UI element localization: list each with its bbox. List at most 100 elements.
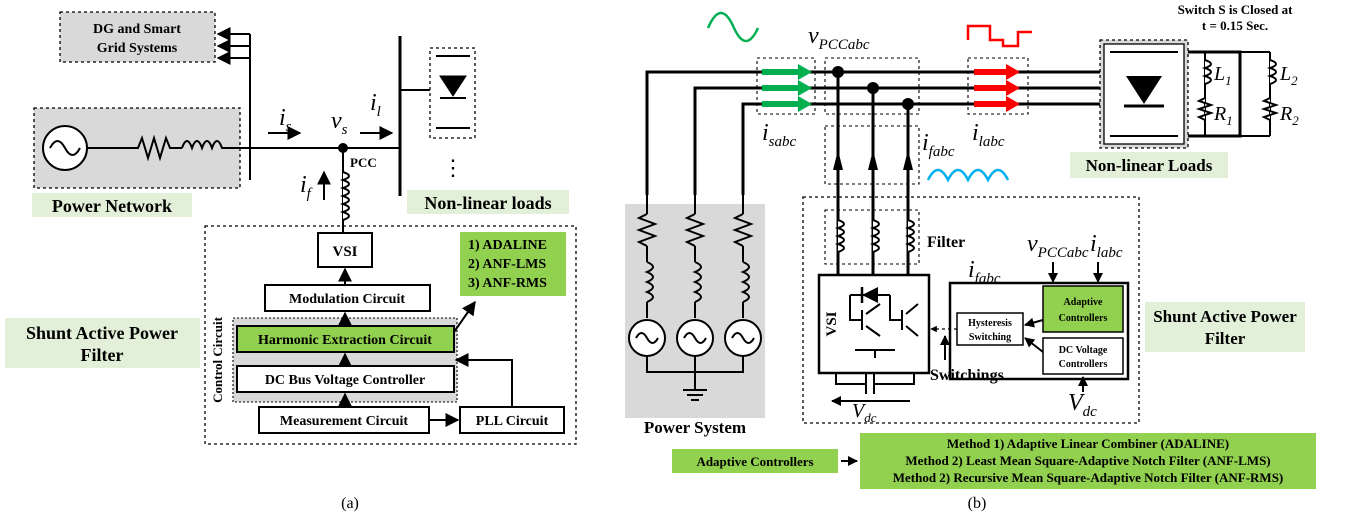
pcc-sensor-box <box>824 57 920 115</box>
sapf-label-bg-b <box>1145 302 1305 352</box>
green-arrowhead-b <box>798 80 812 96</box>
load-ellipsis: ⋮ <box>442 155 464 180</box>
source-inductor-icon <box>692 261 702 303</box>
source-inductor-icon <box>644 261 654 303</box>
vpcc-label: vPCCabc <box>808 23 870 53</box>
power-network-label: Power Network <box>52 196 172 216</box>
source-inductor-icon <box>740 261 750 303</box>
dc-bus-label: DC Bus Voltage Controller <box>265 373 425 388</box>
dc-side-bus <box>1188 50 1242 138</box>
panel-a: DG and Smart Grid Systems is vs il PCC ⋮ <box>5 11 577 512</box>
filter-arrow-b <box>868 150 878 170</box>
filter-inductor-c <box>904 219 915 253</box>
isabc-label: isabc <box>762 120 797 150</box>
pll-label: PLL Circuit <box>476 414 549 429</box>
power-network-label-bg <box>32 193 192 217</box>
caption-b: (b) <box>968 495 987 512</box>
adaptive-label-1: Adaptive <box>1064 297 1103 308</box>
phase-b-line <box>693 86 1100 195</box>
sapf-label-b-line1: Shunt Active Power <box>1153 307 1297 326</box>
sapf-label-b-line2: Filter <box>1205 329 1246 348</box>
is-label: is <box>279 105 292 135</box>
method-b-3: Method 2) Recursive Mean Square-Adaptive… <box>893 470 1284 485</box>
phase-a-line <box>645 70 1100 195</box>
source-current-sensor <box>756 57 816 115</box>
source-resistor-icon <box>636 213 658 247</box>
ifabc-label: ifabc <box>922 130 955 160</box>
green-arrowhead-a <box>798 64 812 80</box>
adaptive-controllers-box <box>1042 285 1124 333</box>
dg-box <box>59 11 216 63</box>
modulation-box <box>264 284 431 312</box>
filter-arrow-a <box>833 150 843 170</box>
dg-label-line1: DG and Smart <box>93 22 181 37</box>
vsi-box-a <box>317 232 373 268</box>
R2-resistor-icon <box>1260 97 1280 121</box>
R1-label: R1 <box>1213 103 1233 128</box>
vpcc-ctrl-label: vPCCabc <box>1027 231 1089 261</box>
nonlinear-loads-label-bg <box>407 190 569 214</box>
hysteresis-label-2: Switching <box>969 332 1011 343</box>
methods-box-b <box>860 433 1316 489</box>
il-label: il <box>370 90 381 120</box>
dc-link-left <box>835 373 866 385</box>
diode-icon-b <box>1126 76 1162 104</box>
switchings-label: Switchings <box>930 367 1004 384</box>
method-b-1: Method 1) Adaptive Linear Combiner (ADAL… <box>947 436 1229 451</box>
arrow-pll-control <box>454 353 513 407</box>
method-b-2: Method 2) Least Mean Square-Adaptive Not… <box>905 453 1270 468</box>
adaptive-controllers-tag <box>672 449 838 473</box>
dc-link-right <box>874 373 915 385</box>
hysteresis-box <box>956 312 1024 346</box>
methods-box-a <box>460 232 566 296</box>
source-phase-a <box>628 195 666 357</box>
sapf-region-b <box>802 196 1140 424</box>
resistor-icon <box>87 134 182 162</box>
L2-inductor-icon <box>1266 59 1277 85</box>
switch-note-line1: Switch S is Closed at <box>1178 2 1294 17</box>
red-arrowhead-c <box>1006 96 1020 112</box>
diode-icon <box>439 75 467 97</box>
sapf-label-a-line1: Shunt Active Power <box>26 323 178 343</box>
power-system-label: Power System <box>644 418 746 437</box>
filter-current-sensor <box>824 125 920 185</box>
red-arrowhead-b <box>1006 80 1020 96</box>
filter-arrow-c <box>903 150 913 170</box>
inductor-icon <box>181 140 260 151</box>
R1-resistor-icon <box>1195 97 1215 121</box>
green-arrowhead-c <box>798 96 812 112</box>
filter-inductor-icon <box>339 171 350 221</box>
sine-icon <box>683 332 707 344</box>
pcc-label: PCC <box>350 155 377 170</box>
adaptive-label-2: Controllers <box>1059 313 1108 324</box>
sine-icon <box>49 140 81 156</box>
source-resistor-icon <box>684 213 706 247</box>
filter-inductor-a <box>834 219 845 253</box>
panel-b: Switch S is Closed at t = 0.15 Sec. vPCC… <box>625 2 1316 512</box>
method-a-2: 2) ANF-LMS <box>468 257 546 272</box>
sapf-label-bg-a <box>5 318 200 368</box>
arrow-harm-methods <box>453 300 476 333</box>
source-phase-b <box>676 195 714 357</box>
vdc-label-b: Vdc <box>852 400 877 425</box>
L2-label: L2 <box>1279 63 1298 88</box>
arrow-adaptive-hyst <box>1024 317 1044 328</box>
measurement-label: Measurement Circuit <box>280 414 409 429</box>
igbt-icon-1 <box>849 295 881 337</box>
load-current-wave <box>966 24 1032 48</box>
dg-label-line2: Grid Systems <box>97 41 178 56</box>
nonlinear-loads-b-bg <box>1070 152 1228 178</box>
arrow-dcv-hyst <box>1024 337 1044 353</box>
L1-inductor-icon <box>1201 59 1212 85</box>
filter-inductor-b <box>869 219 880 253</box>
modulation-label: Modulation Circuit <box>289 292 405 307</box>
vs-label: vs <box>331 108 348 138</box>
dcv-label-1: DC Voltage <box>1059 345 1108 356</box>
dcv-label-2: Controllers <box>1059 359 1108 370</box>
method-a-1: 1) ADALINE <box>468 238 547 253</box>
source-current-wave <box>706 11 760 43</box>
R2-label: R2 <box>1279 103 1299 128</box>
sapf-region <box>204 225 577 445</box>
adaptive-controllers-tag-label: Adaptive Controllers <box>696 454 813 469</box>
